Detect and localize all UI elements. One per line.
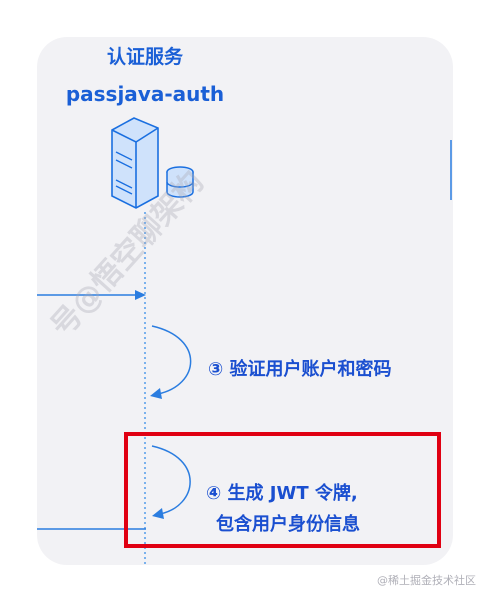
step-4-label-line2: 包含用户身份信息 xyxy=(216,514,360,535)
server-database-icon xyxy=(111,117,194,209)
step-3-label: ③ 验证用户账户和密码 xyxy=(208,359,392,380)
diagram-card xyxy=(37,37,453,565)
self-call-arrow-step-3 xyxy=(150,325,192,399)
service-id: passjava-auth xyxy=(65,82,225,106)
highlight-box xyxy=(124,432,441,548)
step-4-label-line1: ④ 生成 JWT 令牌, xyxy=(206,483,358,504)
self-call-arrow-step-4 xyxy=(151,445,191,519)
service-name: 认证服务 xyxy=(106,46,183,68)
incoming-request-arrow xyxy=(37,290,146,300)
source-credit: @稀土掘金技术社区 xyxy=(377,574,476,587)
